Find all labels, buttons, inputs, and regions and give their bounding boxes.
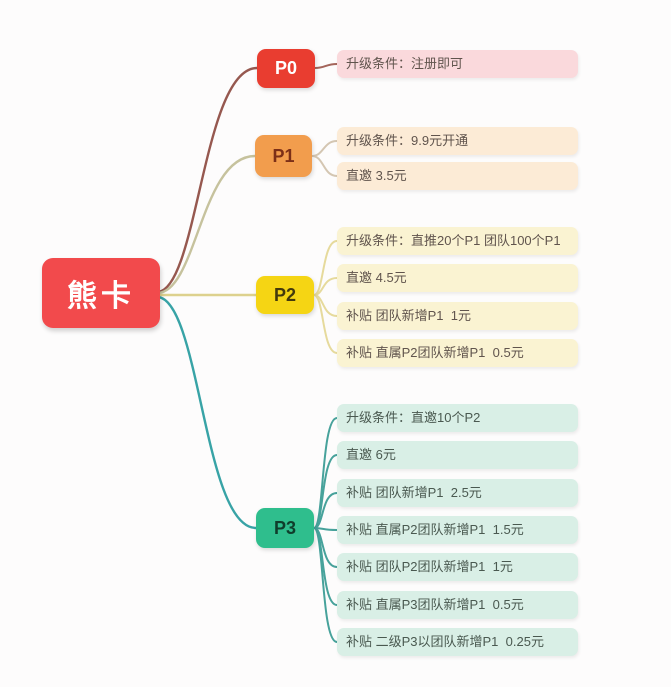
node-p2[interactable]: P2 [256,276,314,314]
node-p1[interactable]: P1 [255,135,312,177]
edge-p3-child-2 [313,492,338,529]
node-p0[interactable]: P0 [257,49,315,88]
edge-root-p0 [156,66,259,294]
edge-p2-child-3 [313,294,338,354]
p1-child-0[interactable]: 升级条件：9.9元开通 [337,127,578,155]
p3-child-1[interactable]: 直邀 6元 [337,441,578,469]
p0-child-0[interactable]: 升级条件：注册即可 [337,50,578,78]
p2-child-0[interactable]: 升级条件：直推20个P1 团队100个P1 [337,227,578,255]
edge-p1-child-0 [311,140,338,157]
edge-root-p3 [156,295,258,530]
p1-child-1[interactable]: 直邀 3.5元 [337,162,578,190]
p2-child-2[interactable]: 补贴 团队新增P1 1元 [337,302,578,330]
edge-root-p1 [156,154,257,295]
p3-child-5[interactable]: 补贴 直属P3团队新增P1 0.5元 [337,591,578,619]
p2-child-1[interactable]: 直邀 4.5元 [337,264,578,292]
edge-p3-child-6 [313,527,338,643]
p3-child-0[interactable]: 升级条件：直邀10个P2 [337,404,578,432]
root-node[interactable]: 熊卡 [42,258,160,328]
edge-p2-child-0 [313,240,338,296]
edge-p0-child-0 [314,63,338,69]
edge-p1-child-1 [311,155,338,177]
p3-child-6[interactable]: 补贴 二级P3以团队新增P1 0.25元 [337,628,578,656]
p3-child-2[interactable]: 补贴 团队新增P1 2.5元 [337,479,578,507]
p2-child-3[interactable]: 补贴 直属P2团队新增P1 0.5元 [337,339,578,367]
p3-child-3[interactable]: 补贴 直属P2团队新增P1 1.5元 [337,516,578,544]
node-p3[interactable]: P3 [256,508,314,548]
p3-child-4[interactable]: 补贴 团队P2团队新增P1 1元 [337,553,578,581]
